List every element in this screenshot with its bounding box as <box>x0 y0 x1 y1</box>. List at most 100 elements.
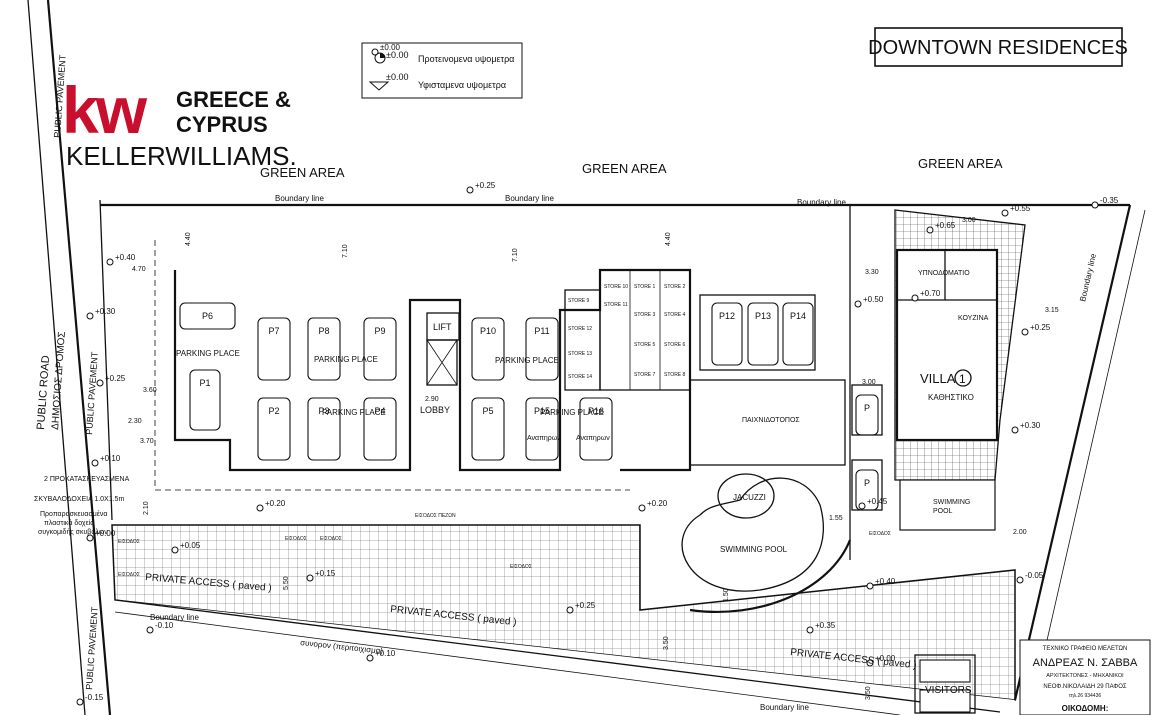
store-label-12: STORE 12 <box>568 326 592 332</box>
bins-line-4: πλαστικά δοχεία <box>44 519 94 527</box>
dimension-12: 3.00 <box>962 217 976 224</box>
bins-line-3: Προπαρασκευασμένα <box>40 510 107 518</box>
playground <box>689 379 846 466</box>
kouzina-label: ΚΟΥΖΙΝΑ <box>958 315 989 322</box>
dimension-6: 3.60 <box>143 387 157 394</box>
dimension-3: 7.10 <box>512 248 519 262</box>
project-title: DOWNTOWN RESIDENCES <box>868 37 1128 59</box>
kw-logo: kw <box>62 73 151 147</box>
svg-text:±0.00: ±0.00 <box>380 43 401 52</box>
parking-label-p10: P10 <box>480 326 496 336</box>
public-road-gr: ΔΗΜΟΣΙΟΣ ΔΡΟΜΟΣ <box>50 331 68 430</box>
parking-label-p15: P15 <box>534 406 550 416</box>
boundary-label-3: Boundary line <box>797 198 846 207</box>
legend-existing-label: Υφισταμενα υψομετρα <box>418 80 506 90</box>
dimension-2: 7.10 <box>342 244 349 258</box>
parking-label-p4: P4 <box>374 406 385 416</box>
car-p17 <box>919 659 971 683</box>
car-p18 <box>919 689 971 713</box>
boundary-label-5: Boundary line <box>760 703 809 712</box>
svg-text:+0.25: +0.25 <box>575 601 596 610</box>
dimension-16: 5.50 <box>283 576 290 590</box>
stores-block-b <box>599 269 691 391</box>
level-marker-26: +0.35 <box>806 621 836 634</box>
parking-label-p: P <box>864 403 870 413</box>
villa-number-circle <box>954 369 972 387</box>
entrance-5: ΕΙΣΟΔΟΣ <box>510 564 532 570</box>
svg-text:+0.00: +0.00 <box>875 654 896 663</box>
dimension-18: 3.50 <box>865 686 872 700</box>
parking-label-p13: P13 <box>755 311 771 321</box>
parking-label-p14: P14 <box>790 311 806 321</box>
boundary-bottom-inner <box>114 611 901 715</box>
dimension-8: 3.70 <box>140 438 154 445</box>
villa-pool-label-2: POOL <box>933 508 953 515</box>
svg-text:+0.70: +0.70 <box>920 289 941 298</box>
parking-label-p9: P9 <box>374 326 385 336</box>
jacuzzi-shape <box>717 473 775 519</box>
parking-bay-p <box>855 394 879 436</box>
svg-text:+0.15: +0.15 <box>315 569 336 578</box>
legend-existing-value: ±0.00 <box>386 72 408 82</box>
firm-line-6: ΟΙΚΟΔΟΜΗ: <box>1062 704 1109 713</box>
store-label-11: STORE 8 <box>664 372 686 378</box>
svg-text:+0.25: +0.25 <box>1030 323 1051 332</box>
store-label-14: STORE 14 <box>568 374 592 380</box>
level-marker-15: +0.25 <box>566 601 596 614</box>
parking-label-p5: P5 <box>482 406 493 416</box>
dimension-7: 2.30 <box>128 418 142 425</box>
brand-region-2: CYPRUS <box>176 112 268 137</box>
level-marker-2: +0.30 <box>86 307 116 320</box>
dimension-20: 2.10 <box>143 501 150 515</box>
svg-text:-0.05: -0.05 <box>1025 571 1044 580</box>
green-area-1: GREEN AREA <box>260 165 345 180</box>
building-dash <box>154 240 630 491</box>
store-label-9: STORE 6 <box>664 342 686 348</box>
level-marker-21: -0.15 <box>76 693 104 706</box>
svg-text:+0.25: +0.25 <box>105 374 126 383</box>
level-marker-16: +0.20 <box>638 499 668 512</box>
parking-bay-p10 <box>471 317 505 381</box>
svg-text:-0.10: -0.10 <box>155 621 174 630</box>
parking-bay-p4 <box>363 397 397 461</box>
public-pavement-3: PUBLIC PAVEMENT <box>84 606 100 690</box>
dimension-4: 4.40 <box>665 232 672 246</box>
bins-line-5: συγκομιδής σκυβάλων <box>38 528 108 536</box>
pavement-edge <box>46 0 112 715</box>
parking-bay-p8 <box>307 317 341 381</box>
dimension-9: 2.90 <box>425 396 439 403</box>
firm-line-2: ΑΝΔΡΕΑΣ Ν. ΣΑΒΒΑ <box>1033 657 1138 669</box>
parking-bay-p11 <box>525 317 559 381</box>
store-label-2: STORE 10 <box>604 284 628 290</box>
level-marker-7: +0.00 <box>86 529 116 542</box>
legend-existing-symbol <box>368 81 390 91</box>
parking-label-p7: P7 <box>268 326 279 336</box>
dimension-15: 1.50 <box>723 588 730 602</box>
boundary-label-2: Boundary line <box>505 194 554 203</box>
svg-text:-0.35: -0.35 <box>1100 196 1119 205</box>
green-area-2: GREEN AREA <box>582 161 667 176</box>
dimension-10: 3.30 <box>865 269 879 276</box>
villa-bay-1 <box>851 384 883 436</box>
kw-logo-mark: kw <box>62 73 148 147</box>
firm-box <box>1019 639 1151 715</box>
store-label-7: STORE 4 <box>664 312 686 318</box>
bins-line-1: 2 ΠΡΟΚΑΤΑΣΚΕΥΑΣΜΕΝΑ <box>44 476 130 483</box>
parking-label-p3: P3 <box>318 406 329 416</box>
parking-place-5: PARKING PLACE <box>540 408 604 417</box>
level-marker-20: -0.10 <box>146 621 174 634</box>
store-label-13: STORE 13 <box>568 351 592 357</box>
parking-bay-p15 <box>525 397 559 461</box>
svg-text:+0.20: +0.20 <box>265 499 286 508</box>
parking-bay-p1 <box>189 369 221 431</box>
parking-label-p11: P11 <box>534 326 549 336</box>
dimension-11: 3.15 <box>1045 307 1059 314</box>
parking-label-p8: P8 <box>318 326 329 336</box>
level-marker-27: ±0.00 <box>371 43 401 56</box>
site-west-edge <box>99 199 113 521</box>
public-road: PUBLIC ROAD <box>35 355 52 430</box>
entrance-1: ΕΙΣΟΔΟΣ <box>118 539 140 545</box>
parking-bay-p9 <box>363 317 397 381</box>
store-label-3: STORE 11 <box>604 302 628 308</box>
level-marker-12: +0.40 <box>866 577 896 590</box>
